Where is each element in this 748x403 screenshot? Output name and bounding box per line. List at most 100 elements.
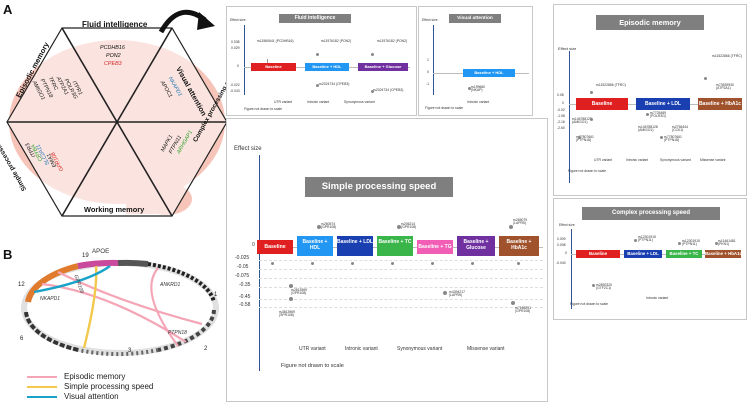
- fluid-legend-intronic: Intronic variant: [307, 100, 330, 104]
- simple-annot: rs7158291 (GPR108): [515, 306, 532, 314]
- fluid-ylabel: Effect size: [230, 18, 246, 22]
- panel-label-b: B: [3, 247, 13, 262]
- simple-tick: -0.35: [239, 282, 251, 288]
- visual-tick: 1: [427, 58, 429, 62]
- episodic-legend-utr: UTR variant: [594, 158, 613, 162]
- episodic-annot: rs7725489 (POLR3G): [650, 111, 667, 119]
- simple-panel-title: Simple processing speed: [305, 177, 453, 197]
- simple-annot: rs4394217 (LAPR5): [449, 290, 466, 298]
- episodic-bar-ldl: Baseline + LDL: [636, 98, 690, 110]
- simple-processing-speed-panel: Simple processing speed Effect size 0 -0…: [226, 118, 548, 402]
- simple-tick: -0.45: [239, 294, 251, 300]
- legend-episodic-label: Episodic memory: [64, 372, 126, 381]
- episodic-annot: rs146788128 (AMIGO1): [638, 125, 658, 133]
- simple-annot: rs3813969 (SPR108): [279, 310, 296, 318]
- complex-tick: -0.040: [556, 261, 566, 265]
- episodic-annot: rs146788128 (AMIGO1): [572, 117, 592, 125]
- complex-tick: 0: [565, 251, 567, 255]
- gene-ptpn18-label: PTPN18: [168, 330, 187, 336]
- episodic-ylabel: Effect size: [558, 46, 577, 51]
- complex-processing-speed-panel: Complex processing speed Effect size 0.0…: [553, 198, 747, 320]
- fluid-intelligence-panel: Fluid intelligence Effect size 0.038 0.0…: [226, 6, 417, 116]
- simple-note: Figure not drawn to scale: [281, 363, 344, 369]
- visual-ylabel: Effect size: [422, 18, 438, 22]
- panel-label-a: A: [3, 2, 13, 17]
- gene-cpeb3: CPEB3: [104, 61, 122, 67]
- complex-annot: rs12301915 (PTPN11): [682, 239, 700, 247]
- fluid-panel-title: Fluid intelligence: [279, 14, 351, 23]
- episodic-annot: rs77807661 (PTPN18): [576, 135, 594, 143]
- fluid-tick: -0.043: [230, 89, 240, 93]
- simple-bar-tc: Baseline + TC: [377, 236, 413, 256]
- chromosome-3: 3: [128, 348, 132, 354]
- fluid-tick: 0.038: [231, 40, 240, 44]
- curved-arrow-icon: [155, 2, 217, 38]
- complex-annot: rs12301915 (PTPN11): [638, 235, 656, 243]
- visual-y-axis: [433, 25, 434, 95]
- simple-tick: -0.025: [235, 255, 250, 261]
- episodic-memory-panel: Episodic memory Effect size 0.08 0 -0.02…: [553, 4, 747, 196]
- legend-visual-swatch: [27, 396, 57, 398]
- complex-annot: rs11461481 (PKN1): [718, 239, 736, 247]
- simple-annot: rs265079 (LAPR5): [513, 218, 528, 226]
- visual-attention-panel: Visual attention Effect size 1 0 -1 Base…: [418, 6, 533, 116]
- fluid-tick: 0: [237, 64, 239, 68]
- complex-bar-hba1c: Baseline + HbA1c: [705, 250, 741, 258]
- simple-bar-hba1c: Baseline + HbA1c: [499, 236, 539, 256]
- episodic-y-axis: [569, 51, 570, 183]
- fluid-y-axis: [244, 25, 245, 95]
- fluid-annot: rs11976182 (PON2): [321, 39, 352, 43]
- complex-panel-title: Complex processing speed: [582, 207, 720, 220]
- chromosome-2: 2: [204, 346, 208, 352]
- circos-svg: [21, 259, 219, 357]
- complex-bar-ldl: Baseline + LDL: [624, 250, 662, 258]
- episodic-annot: rs11522866 (TFRC): [596, 83, 626, 87]
- episodic-legend-missense: Missense variant: [700, 158, 726, 162]
- visual-bar-hdl: Baseline + HDL: [463, 69, 515, 77]
- simple-tick: -0.05: [237, 264, 249, 270]
- fluid-bar-baseline: Baseline: [251, 63, 296, 71]
- label-working-memory: Working memory: [84, 205, 145, 214]
- episodic-tick: 0.08: [557, 93, 564, 97]
- chromosome-6: 6: [20, 336, 24, 342]
- episodic-annot: rs77807661 (PTPN18): [664, 135, 682, 143]
- episodic-bar-hba1c: Baseline + HbA1c: [698, 98, 742, 110]
- complex-tick: 0.008: [557, 243, 566, 247]
- brain-hexagon: [6, 14, 228, 236]
- complex-annot: rs2892320 (GTF2C1): [596, 283, 613, 291]
- gene-pcdhb16: PCDHB16: [100, 45, 125, 51]
- fluid-legend-utr: UTR variant: [274, 100, 293, 104]
- complex-tick: 0.009: [557, 237, 566, 241]
- complex-bar-tc: Baseline + TC: [666, 250, 702, 258]
- fluid-legend-synonymous: Synonymous variant: [344, 100, 375, 104]
- simple-tick: -0.075: [235, 273, 250, 279]
- episodic-legend-intronic: Intronic variant: [626, 158, 649, 162]
- fluid-annot: rs11976182 (PON2): [377, 39, 408, 43]
- label-fluid-intelligence: Fluid intelligence: [82, 20, 148, 29]
- visual-tick: -1: [426, 82, 430, 86]
- episodic-tick: -2.16: [557, 120, 565, 124]
- simple-ylabel: Effect size: [234, 146, 262, 152]
- simple-bar-baseline: Baseline: [257, 240, 293, 254]
- gene-pon2: PON2: [106, 53, 121, 59]
- simple-legend-missense: Missense variant: [467, 346, 505, 352]
- simple-bar-glucose: Baseline + Glucose: [457, 236, 495, 256]
- visual-legend-intronic: Intronic variant: [467, 100, 490, 104]
- legend-visual-label: Visual attention: [64, 392, 119, 401]
- legend-simple-label: Simple processing speed: [64, 382, 154, 391]
- chromosome-12: 12: [18, 282, 25, 288]
- episodic-tick: -0.02: [557, 108, 565, 112]
- complex-bar-baseline: Baseline: [576, 250, 620, 258]
- simple-tick: 0: [252, 242, 255, 248]
- simple-annot: rs2813969 (GPR108): [291, 288, 308, 296]
- gene-nkapd1-label: NKAPD1: [40, 296, 61, 302]
- fluid-tick: 0.029: [231, 46, 240, 50]
- gene-ankrd1-label: ANKRD1: [160, 282, 181, 288]
- complex-y-axis: [571, 229, 572, 309]
- episodic-annot: rs73539930 (ATP2A1): [716, 83, 734, 91]
- fluid-annot: rs2024734 (CPEB3): [319, 82, 350, 86]
- episodic-legend-synonymous: Synonymous variant: [660, 158, 691, 162]
- episodic-panel-title: Episodic memory: [596, 15, 704, 30]
- fluid-bar-hdl: Baseline + HDL: [305, 63, 349, 71]
- simple-bar-ldl: Baseline + LDL: [337, 236, 373, 256]
